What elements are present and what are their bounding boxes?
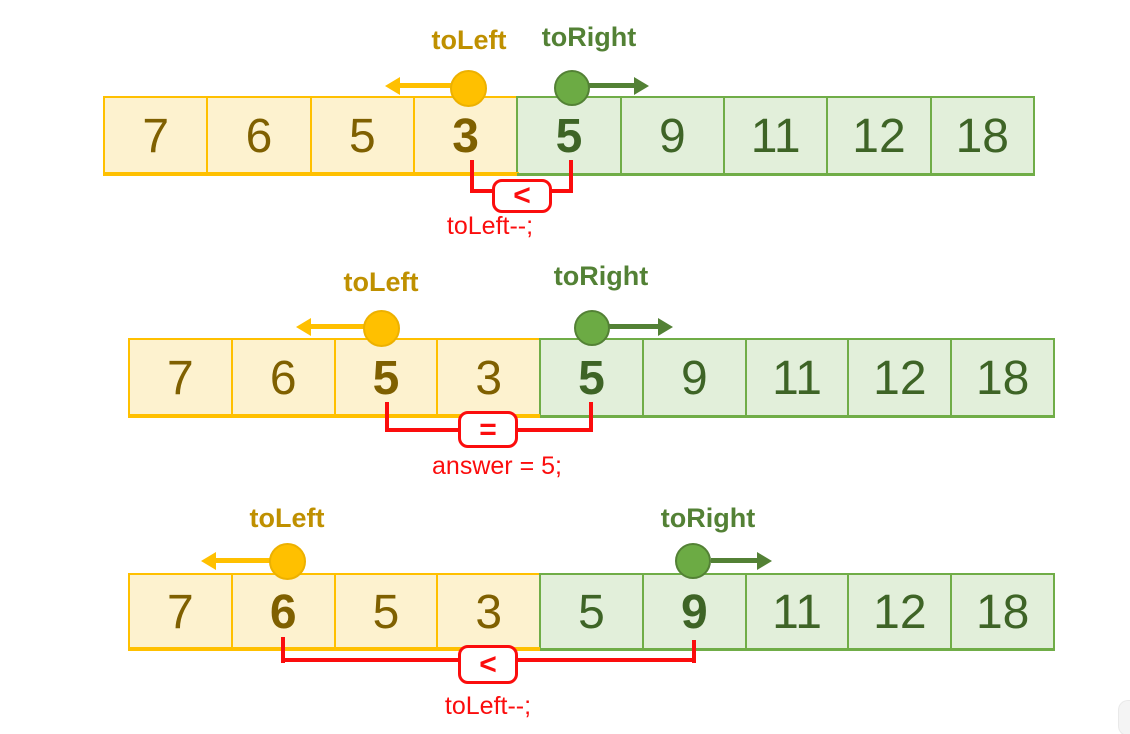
toleft-pointer-icon (363, 310, 400, 347)
array-cell: 6 (230, 338, 336, 418)
comparison-operator-box: = (458, 411, 518, 448)
toright-label: toRight (553, 261, 649, 291)
comparison-bracket (569, 160, 573, 193)
comparison-operator-box: < (492, 179, 552, 213)
green-underline (540, 648, 1055, 651)
array-cell: 11 (722, 96, 829, 176)
right-arrow-icon (634, 77, 649, 95)
toright-label: toRight (541, 22, 637, 52)
toleft-label: toLeft (343, 267, 419, 297)
toleft-pointer-icon (269, 543, 306, 580)
comparison-bracket (589, 402, 593, 432)
right-arrow-icon (658, 318, 673, 336)
scroll-thumb-fragment (1118, 700, 1130, 734)
right-arrow-line (588, 83, 636, 88)
array-cell: 9 (619, 96, 725, 176)
comparison-bracket (692, 640, 696, 663)
array-cell: 12 (847, 573, 953, 651)
toleft-label: toLeft (431, 25, 507, 55)
toright-pointer-icon (554, 70, 590, 106)
array-cell: 9 (641, 338, 747, 418)
array-cell: 11 (744, 338, 850, 418)
comparison-bracket (470, 160, 474, 193)
toleft-label: toLeft (249, 503, 325, 533)
array-cell: 5 (516, 96, 622, 176)
array-cell: 7 (128, 338, 233, 418)
left-arrow-line (309, 324, 364, 329)
array: 7 6 5 3 5 9 11 12 18 (128, 573, 1056, 651)
array-cell: 18 (950, 338, 1056, 418)
array-cell: 5 (333, 573, 439, 651)
left-arrow-icon (201, 552, 216, 570)
annotation-text: answer = 5; (432, 452, 562, 480)
left-arrow-icon (296, 318, 311, 336)
yellow-underline (103, 172, 519, 176)
array-cell: 7 (103, 96, 209, 176)
toright-pointer-icon (675, 543, 711, 579)
array: 7 6 5 3 5 9 11 12 18 (103, 96, 1035, 176)
comparison-bracket (385, 402, 389, 432)
right-arrow-line (608, 324, 660, 329)
toleft-pointer-icon (450, 70, 487, 107)
array-cell: 5 (309, 96, 415, 176)
array: 7 6 5 3 5 9 11 12 18 (128, 338, 1056, 418)
right-arrow-line (711, 558, 759, 563)
comparison-operator-box: < (458, 645, 518, 684)
array-cell: 3 (436, 338, 542, 418)
toright-label: toRight (660, 503, 756, 533)
green-underline (517, 173, 1035, 176)
right-arrow-icon (757, 552, 772, 570)
left-arrow-icon (385, 77, 400, 95)
green-underline (540, 415, 1055, 418)
array-cell: 12 (826, 96, 932, 176)
yellow-underline (128, 647, 540, 651)
left-arrow-line (398, 83, 452, 88)
array-cell: 7 (128, 573, 233, 651)
array-cell: 3 (412, 96, 519, 176)
annotation-text: toLeft--; (446, 212, 534, 240)
array-cell: 18 (950, 573, 1056, 651)
array-cell: 5 (539, 573, 644, 651)
left-arrow-line (214, 558, 270, 563)
yellow-underline (128, 414, 540, 418)
annotation-text: toLeft--; (444, 692, 532, 720)
comparison-bracket (281, 637, 285, 663)
array-cell: 11 (744, 573, 850, 651)
toright-pointer-icon (574, 310, 610, 346)
array-cell: 6 (206, 96, 312, 176)
array-cell: 3 (436, 573, 542, 651)
array-cell: 18 (929, 96, 1035, 176)
array-cell: 12 (847, 338, 953, 418)
